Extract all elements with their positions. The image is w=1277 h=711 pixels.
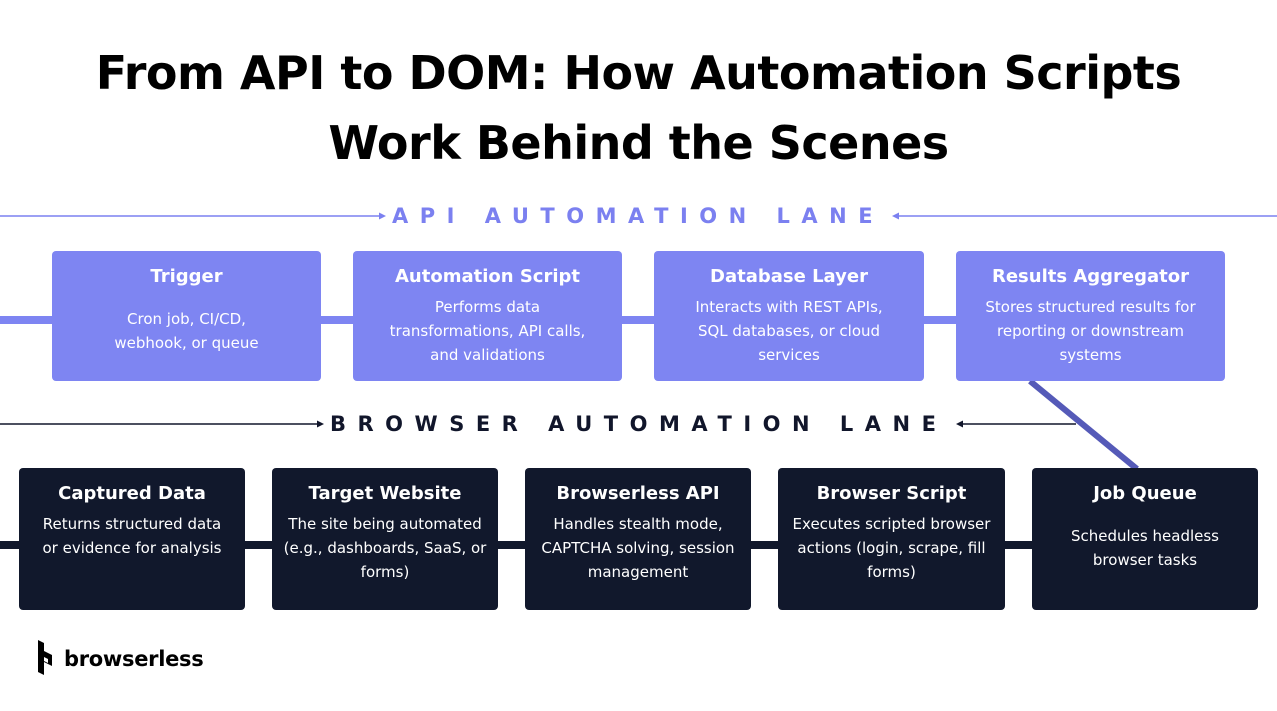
- box-description: The site being automated (e.g., dashboar…: [283, 515, 487, 581]
- api-lane-label: API AUTOMATION LANE: [392, 204, 885, 228]
- target-website-box: Target Website The site being automated …: [272, 468, 498, 610]
- box-title: Automation Script: [394, 266, 580, 287]
- page-title: From API to DOM: How Automation Scripts …: [0, 38, 1277, 178]
- job-queue-box: Job Queue Schedules headless browser tas…: [1032, 468, 1258, 610]
- browser-lane-arrow-right: [956, 420, 963, 428]
- trigger-box: Trigger Cron job, CI/CD, webhook, or que…: [52, 251, 321, 381]
- box-title: Target Website: [308, 483, 462, 504]
- box-description: Performs data transformations, API calls…: [389, 298, 586, 364]
- box-description: Returns structured data or evidence for …: [42, 515, 222, 557]
- box-description: Handles stealth mode, CAPTCHA solving, s…: [541, 515, 735, 581]
- box-title: Database Layer: [710, 266, 868, 287]
- title-line-2: Work Behind the Scenes: [328, 116, 949, 170]
- box-description: Stores structured results for reporting …: [985, 298, 1196, 364]
- browser-script-box: Browser Script Executes scripted browser…: [778, 468, 1005, 610]
- title-line-1: From API to DOM: How Automation Scripts: [95, 46, 1182, 100]
- box-description: Executes scripted browser actions (login…: [792, 515, 991, 581]
- automation-script-box: Automation Script Performs data transfor…: [353, 251, 622, 381]
- api-lane-arrow-left: [379, 212, 386, 220]
- browser-lane-arrow-left: [317, 420, 324, 428]
- box-title: Trigger: [150, 266, 223, 287]
- box-title: Captured Data: [58, 483, 206, 504]
- logo-text: browserless: [64, 647, 204, 671]
- box-description: Cron job, CI/CD, webhook, or queue: [114, 310, 259, 352]
- browser-lane-label: BROWSER AUTOMATION LANE: [330, 412, 948, 436]
- captured-data-box: Captured Data Returns structured data or…: [19, 468, 245, 610]
- box-title: Browser Script: [816, 483, 967, 504]
- results-aggregator-box: Results Aggregator Stores structured res…: [956, 251, 1225, 381]
- box-title: Job Queue: [1093, 483, 1197, 504]
- database-layer-box: Database Layer Interacts with REST APIs,…: [654, 251, 924, 381]
- box-description: Schedules headless browser tasks: [1071, 527, 1219, 569]
- box-title: Browserless API: [556, 483, 720, 504]
- box-title: Results Aggregator: [991, 266, 1189, 287]
- browserless-api-box: Browserless API Handles stealth mode, CA…: [525, 468, 751, 610]
- aggregator-to-queue-connector: [1028, 378, 1139, 472]
- browserless-b-logo-icon: [36, 638, 56, 680]
- api-lane-arrow-right: [892, 212, 899, 220]
- box-description: Interacts with REST APIs, SQL databases,…: [695, 298, 883, 364]
- browserless-logo: browserless: [36, 638, 204, 680]
